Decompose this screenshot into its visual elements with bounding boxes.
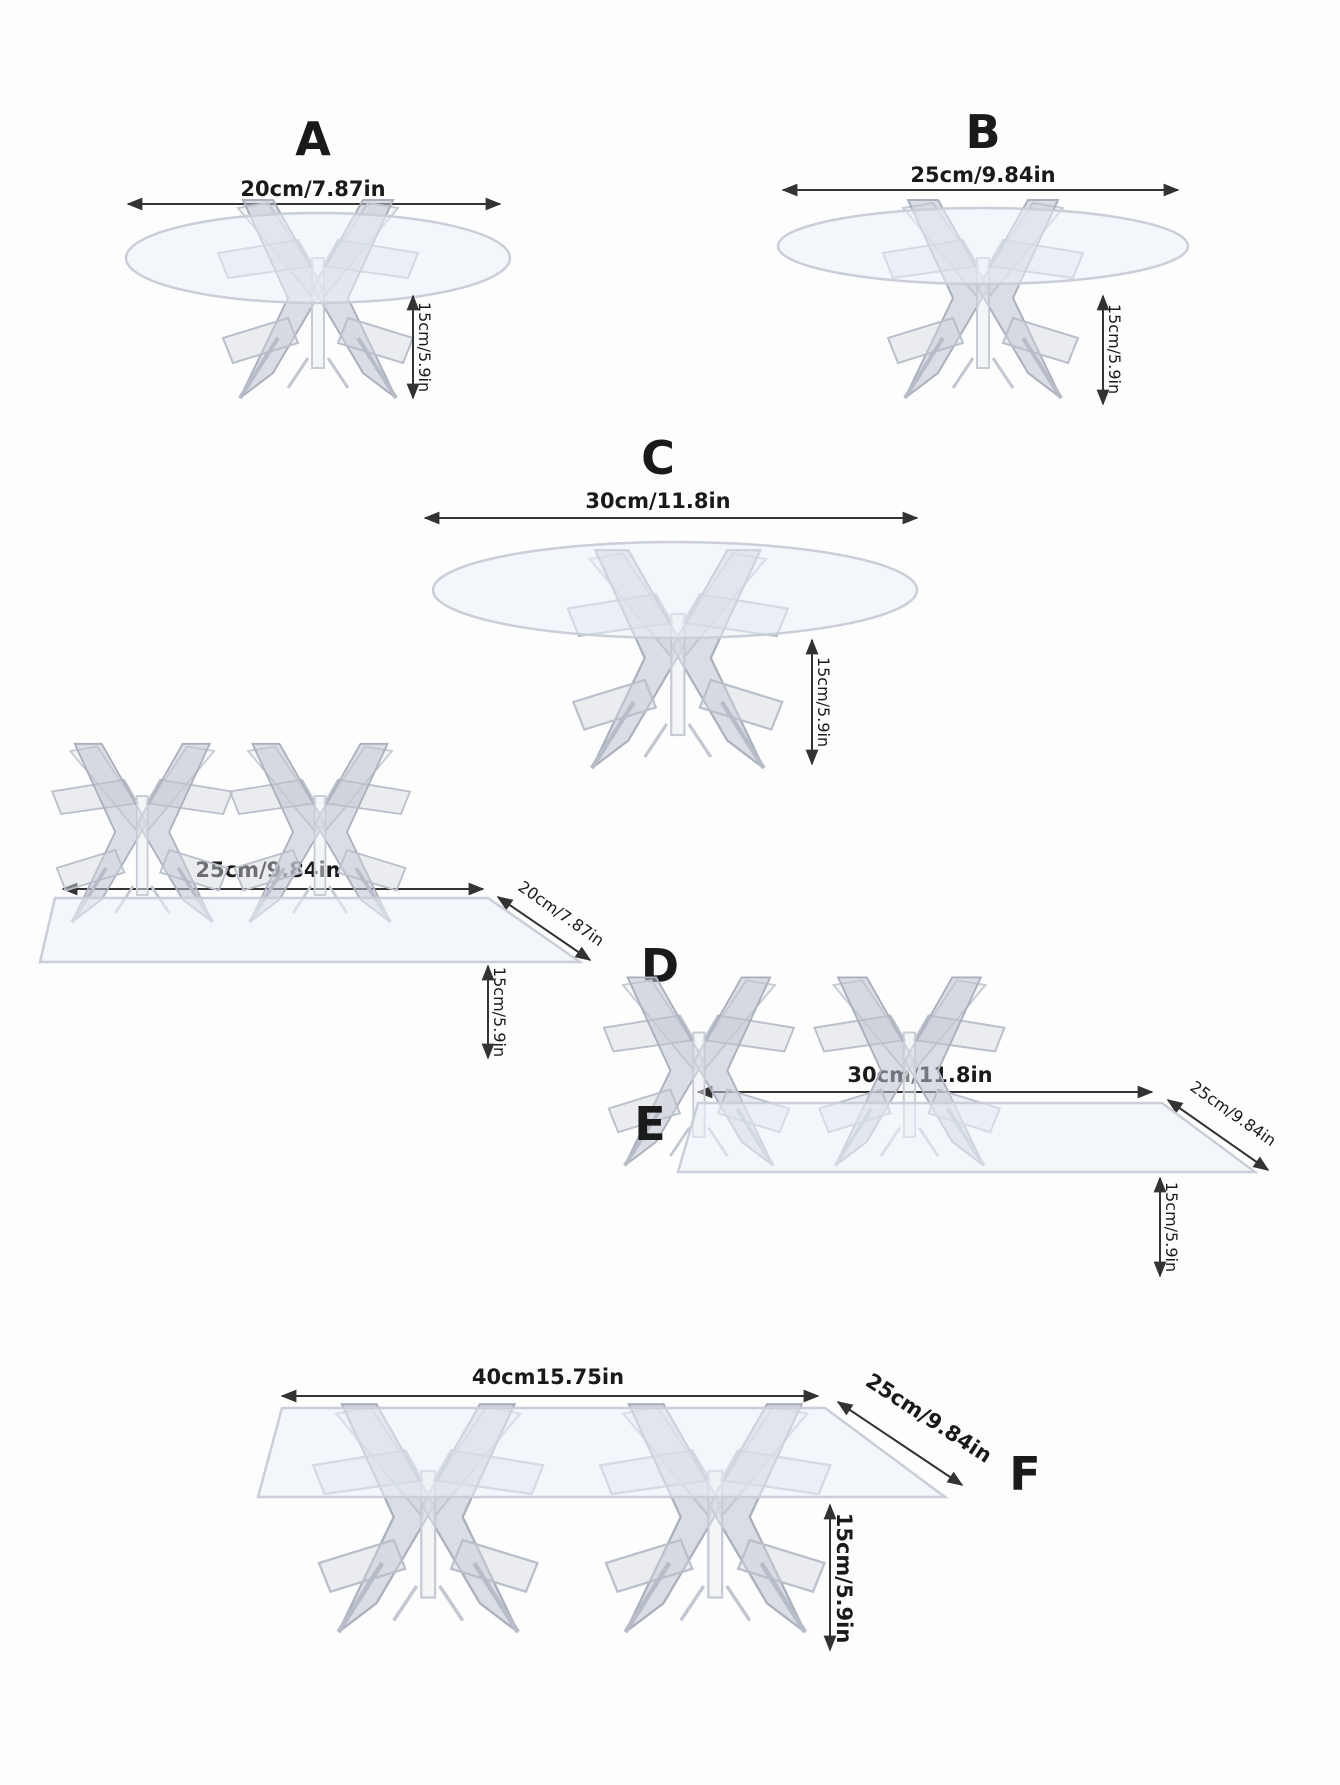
height-label: 15cm/5.9in [415,302,434,392]
acrylic-leg-right [228,742,412,924]
rect-top [256,1406,949,1499]
item-letter: E [634,1097,665,1151]
round-top [431,540,919,640]
item-e: 30cm/11.8in 25cm/9.84in 15cm/5.9in E [602,975,1280,1278]
width-label: 25cm/9.84in [910,163,1055,187]
width-label: 20cm/7.87in [240,177,385,201]
item-letter: A [295,112,331,166]
round-top [776,206,1190,286]
item-letter: F [1009,1447,1040,1501]
acrylic-leg-left [50,742,235,924]
height-label: 15cm/5.9in [814,657,833,747]
height-label: 15cm/5.9in [1105,304,1124,394]
height-label: 15cm/5.9in [832,1513,856,1644]
width-label: 40cm15.75in [472,1365,624,1389]
item-c: C 30cm/11.8in 15cm/5.9in [423,431,919,768]
item-d: 25cm/9.84in 20cm/7.87in 15cm/5.9in D [38,742,679,1060]
item-letter: C [641,431,675,485]
round-top [124,211,512,305]
rect-top [38,896,584,964]
item-f: 40cm15.75in 25cm/9.84in 15cm/5.9in F [256,1365,1041,1652]
depth-arrow [1166,1099,1270,1171]
depth-arrow [836,1401,964,1486]
width-label: 30cm/11.8in [585,489,730,513]
rect-top [676,1101,1259,1174]
item-letter: B [965,105,1000,159]
item-b: B 25cm/9.84in 15cm/5.9in [776,105,1190,406]
depth-arrow [496,896,592,961]
item-a: A 20cm/7.87in 15cm/5.9in [124,112,512,400]
height-label: 15cm/5.9in [1162,1182,1181,1272]
height-label: 15cm/5.9in [490,967,509,1057]
